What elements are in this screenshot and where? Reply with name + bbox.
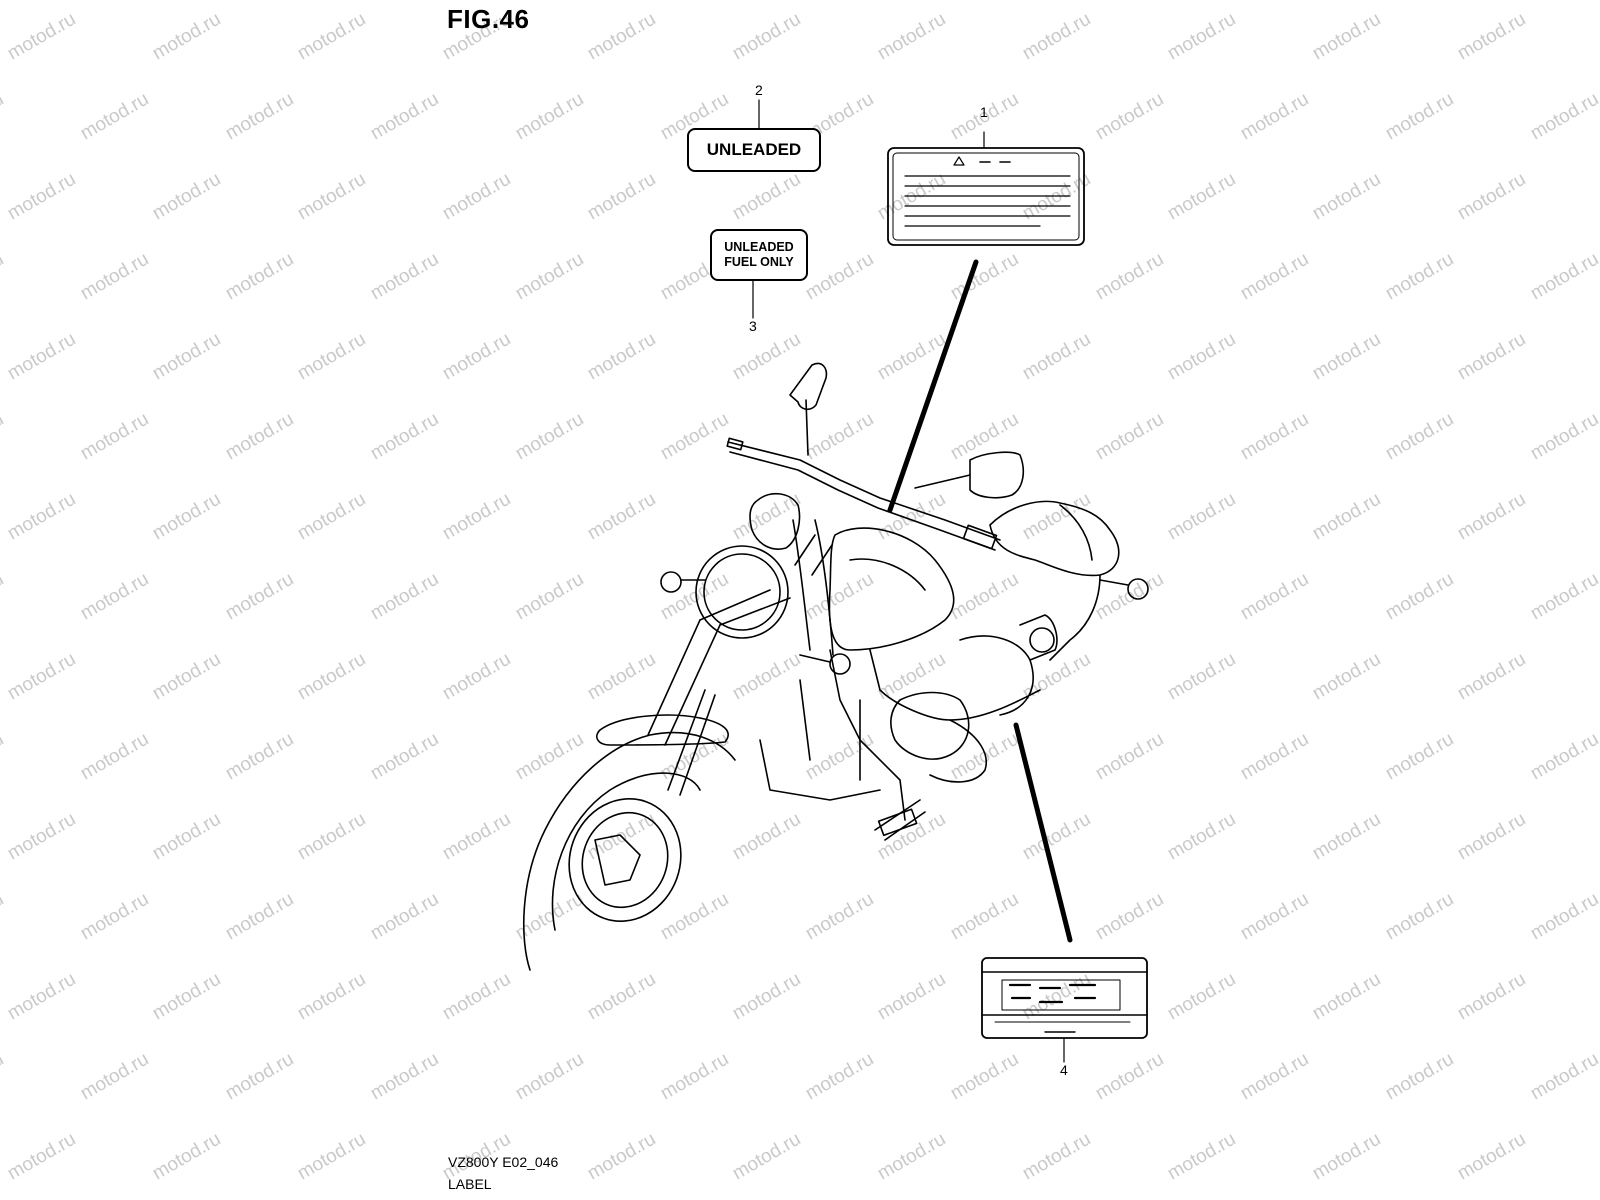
section-label: LABEL [448,1176,492,1192]
warning-label-1 [887,131,1085,246]
info-label-4 [981,957,1148,1063]
unleaded-fuel-line1: UNLEADED [724,240,794,254]
callout-4: 4 [1060,1062,1068,1078]
unleaded-label-text: UNLEADED [706,140,802,159]
figure-title: FIG.46 [447,4,530,34]
motorcycle-drawing [522,362,1149,971]
callout-2: 2 [755,82,763,98]
callout-1: 1 [980,104,988,120]
model-code: VZ800Y E02_046 [448,1154,559,1170]
unleaded-label: UNLEADED [687,128,821,172]
pointer-to-label-4 [1013,722,1073,943]
unleaded-fuel-only-label: UNLEADED FUEL ONLY [710,229,808,281]
unleaded-fuel-line2: FUEL ONLY [724,255,794,269]
callout-3: 3 [749,318,757,334]
pointer-to-label-1 [887,259,979,513]
